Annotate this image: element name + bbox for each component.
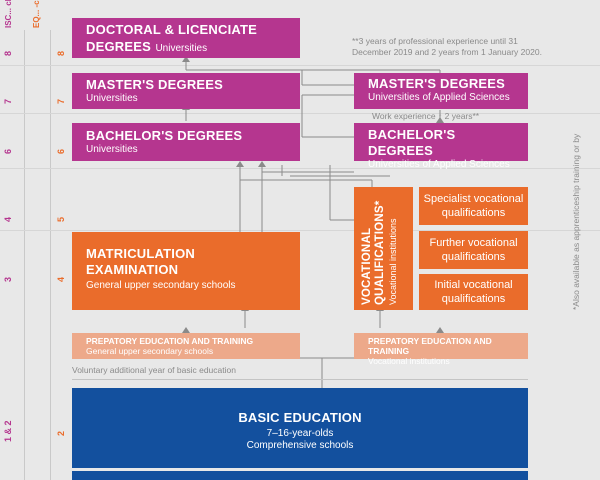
basic-schools: Comprehensive schools: [246, 440, 354, 451]
basic-education-box: BASIC EDUCATION 7–16-year-olds Comprehen…: [72, 388, 528, 468]
doctoral-title-row: DEGREES Universities: [86, 38, 286, 56]
bachelors-uas-subtitle: Universities of Applied Sciences: [368, 159, 510, 170]
isced-column-divider: [24, 30, 25, 480]
doctoral-subtitle: Universities: [155, 43, 208, 54]
row-separator: [0, 168, 600, 169]
bachelors-uas-title: BACHELOR'S DEGREES: [368, 127, 456, 158]
voluntary-year-note: Voluntary additional year of basic educa…: [72, 365, 236, 375]
bachelors-uni-title: BACHELOR'S DEGREES: [86, 128, 243, 143]
doctoral-title-line2: DEGREES: [86, 39, 151, 54]
bachelors-uas-box: BACHELOR'S DEGREES Universities of Appli…: [354, 123, 528, 170]
row-separator: [0, 113, 600, 114]
up-arrow-icon: ↑: [438, 111, 443, 121]
vocational-subtitle: Vocational institutions: [388, 218, 398, 305]
initial-line2: qualifications: [441, 293, 506, 305]
masters-uas-box: MASTER'S DEGREES Universities of Applied…: [354, 73, 528, 109]
specialist-vocational-box: Specialist vocational qualifications: [419, 187, 528, 225]
masters-universities-box: MASTER'S DEGREES Universities: [72, 73, 300, 109]
masters-uas-subtitle: Universities of Applied Sciences: [368, 92, 510, 103]
basic-title: BASIC EDUCATION: [238, 410, 362, 425]
masters-uas-title: MASTER'S DEGREES: [368, 76, 506, 91]
apprenticeship-note: *Also available as apprenticeship traini…: [571, 133, 581, 310]
matriculation-subtitle: General upper secondary schools: [86, 280, 236, 291]
prep-vocational-subtitle: Vocational institutions: [368, 356, 450, 366]
vocational-label-group: VOCATIONAL QUALIFICATIONS* Vocational in…: [361, 187, 399, 305]
row-separator: [0, 230, 600, 231]
further-line2: qualifications: [441, 251, 506, 263]
masters-uni-subtitle: Universities: [86, 93, 138, 104]
doctoral-title-line1: DOCTORAL & LICENCIATE: [86, 22, 258, 37]
matriculation-title-line1: MATRICULATION: [86, 246, 195, 261]
prep-vocational-title: PREPATORY EDUCATION AND TRAINING: [368, 336, 492, 356]
row-separator: [0, 65, 600, 66]
bachelors-uni-subtitle: Universities: [86, 144, 138, 155]
prep-general-title: PREPATORY EDUCATION AND TRAINING: [86, 336, 254, 346]
specialist-line2: qualifications: [441, 207, 506, 219]
voluntary-year-underline: [72, 379, 528, 380]
work-experience-note: **3 years of professional experience unt…: [352, 36, 542, 57]
vocational-title-line1: VOCATIONAL: [361, 227, 373, 305]
work-experience-label-row: Work experience ↑ 2 years**: [372, 111, 512, 122]
basic-education-lower-band: [72, 471, 528, 480]
vocational-title-line2: QUALIFICATIONS*: [374, 200, 386, 305]
masters-uni-title: MASTER'S DEGREES: [86, 77, 224, 92]
bachelors-universities-box: BACHELOR'S DEGREES Universities: [72, 123, 300, 161]
further-vocational-box: Further vocational qualifications: [419, 231, 528, 269]
initial-vocational-box: Initial vocational qualifications: [419, 274, 528, 310]
vocational-qualifications-box: VOCATIONAL QUALIFICATIONS* Vocational in…: [354, 187, 413, 310]
specialist-line1: Specialist vocational: [423, 193, 524, 205]
matriculation-title-line2: EXAMINATION: [86, 262, 179, 277]
initial-line1: Initial vocational: [434, 279, 513, 291]
doctoral-degrees-box: DOCTORAL & LICENCIATE DEGREES Universiti…: [72, 18, 300, 58]
further-line1: Further vocational: [429, 237, 518, 249]
prep-general-box: PREPATORY EDUCATION AND TRAINING General…: [72, 333, 300, 359]
basic-age: 7–16-year-olds: [266, 428, 334, 439]
work-experience-label: Work experience: [372, 111, 436, 121]
matriculation-examination-box: MATRICULATION EXAMINATION General upper …: [72, 232, 300, 310]
prep-vocational-box: PREPATORY EDUCATION AND TRAINING Vocatio…: [354, 333, 528, 366]
prep-general-subtitle: General upper secondary schools: [86, 346, 214, 356]
eqf-column-divider: [50, 30, 51, 480]
work-experience-years: 2 years**: [444, 111, 480, 121]
